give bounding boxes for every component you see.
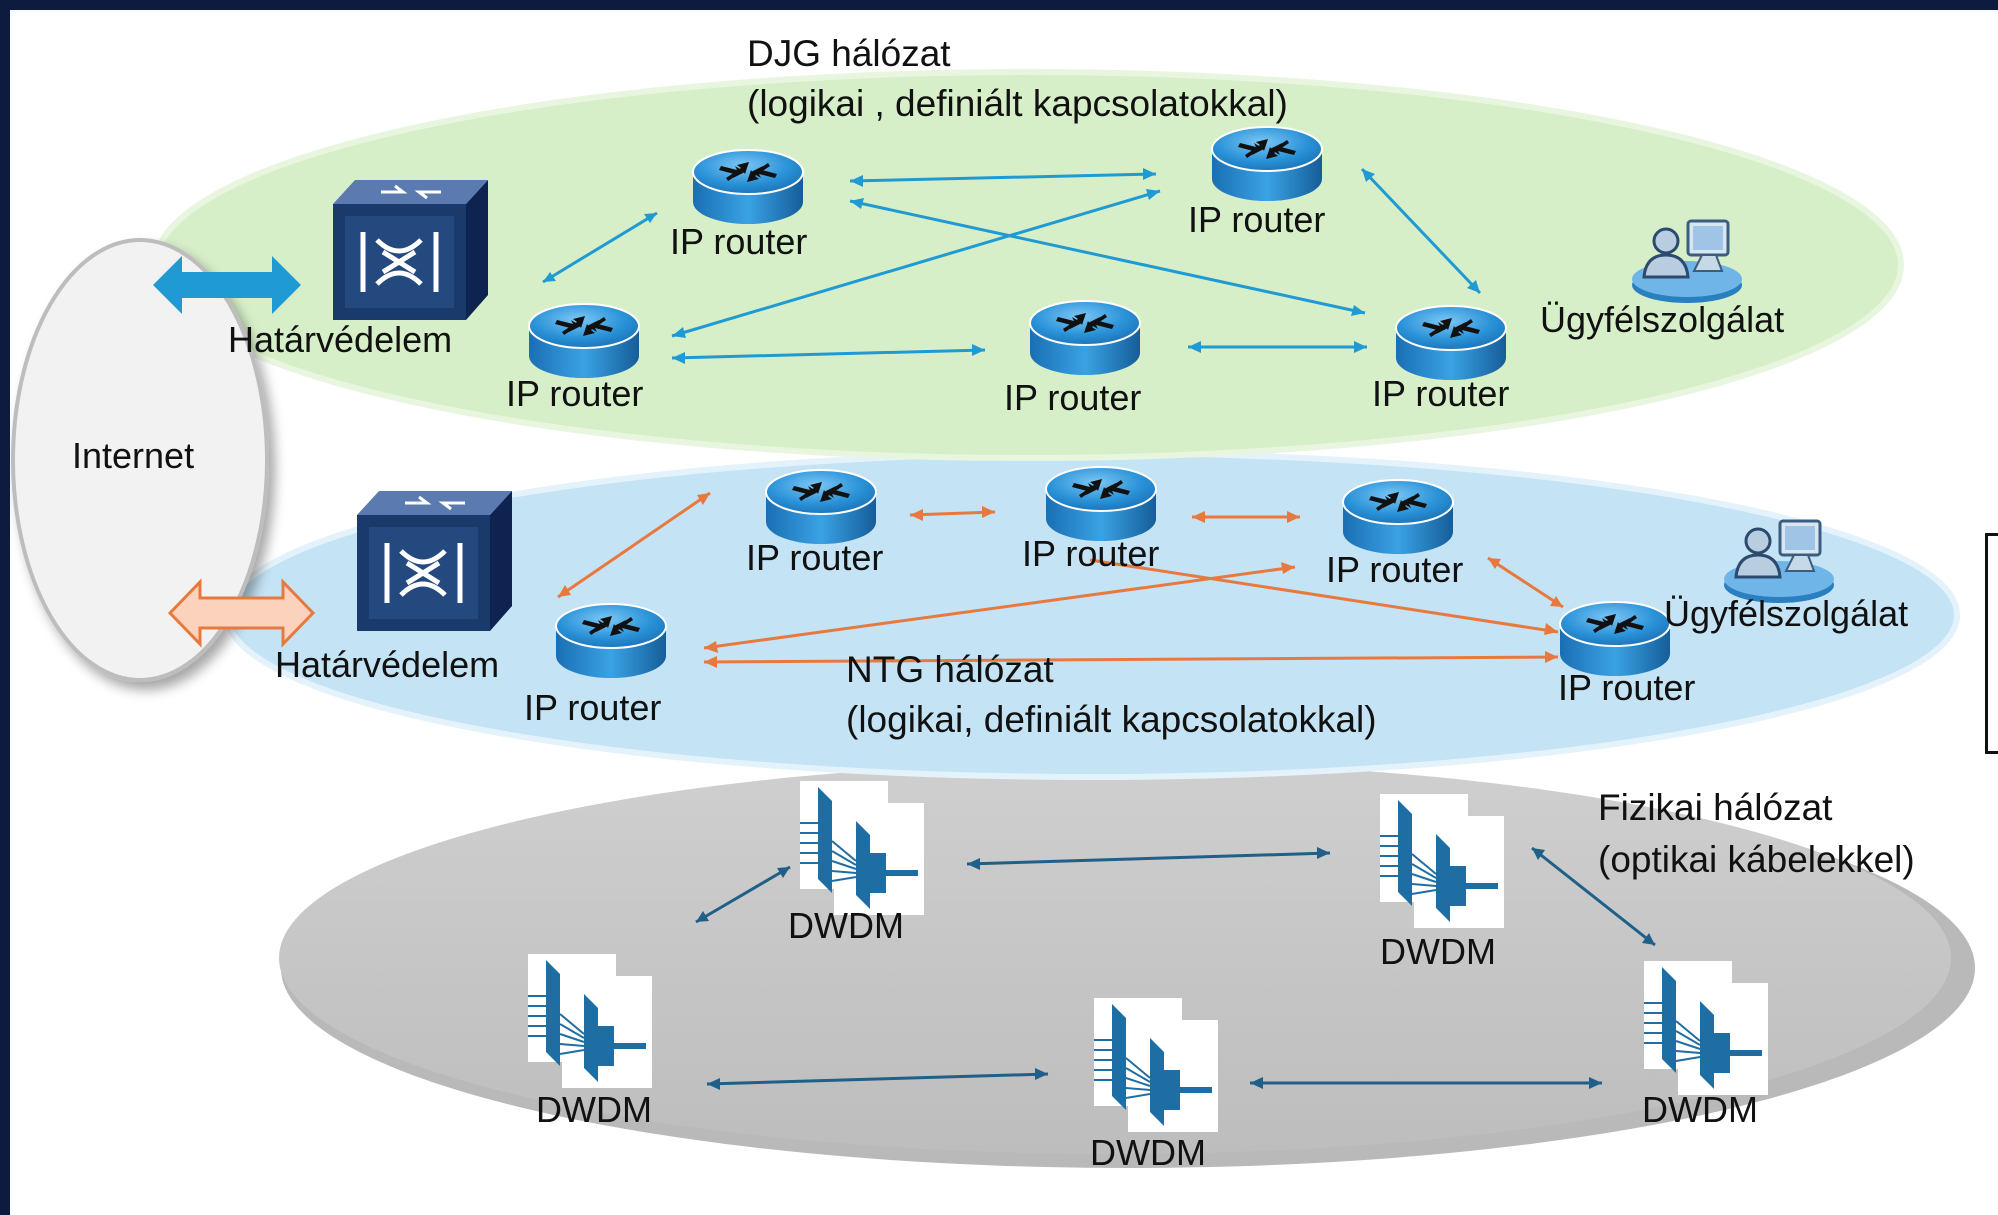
physical-link (706, 1068, 1049, 1090)
network-diagram-canvas: DJG hálózat (logikai , definiált kapcsol… (10, 10, 1998, 1215)
router-label: IP router (1558, 667, 1695, 708)
physical-subtitle: (optikai kábelekkel) (1598, 839, 1915, 880)
physical-layer (279, 762, 1951, 1154)
djg-subtitle: (logikai , definiált kapcsolatokkal) (747, 83, 1288, 124)
router-icon (1029, 300, 1141, 376)
physical-link (695, 865, 791, 924)
router-label: IP router (1188, 199, 1325, 240)
dwdm-label: DWDM (1380, 931, 1496, 972)
router-label: IP router (524, 687, 661, 728)
djg-links (542, 167, 1482, 364)
ntg-title: NTG hálózat (846, 649, 1054, 690)
dwdm-label: DWDM (536, 1089, 652, 1130)
ntg-customer-service-label: Ügyfélszolgálat (1664, 593, 1908, 634)
router-label: IP router (1004, 377, 1141, 418)
router-label: IP router (670, 221, 807, 262)
router-label: IP router (1372, 373, 1509, 414)
router-label: IP router (1022, 533, 1159, 574)
djg-link (849, 168, 1157, 187)
router-icon (555, 603, 667, 679)
internet-cloud (11, 238, 269, 682)
physical-title: Fizikai hálózat (1598, 787, 1833, 828)
firewall-icon (333, 180, 488, 320)
djg-customer-service-label: Ügyfélszolgálat (1540, 299, 1784, 340)
dwdm-label: DWDM (1090, 1132, 1206, 1173)
physical-link (966, 847, 1331, 870)
network-diagram: DJG hálózat (logikai , definiált kapcsol… (11, 33, 1975, 1173)
router-icon (528, 303, 640, 379)
router-icon (692, 149, 804, 225)
ntg-link (703, 651, 1559, 668)
dwdm-label: DWDM (788, 905, 904, 946)
ntg-link (703, 562, 1296, 653)
ntg-link (1192, 511, 1300, 523)
djg-internet-link-arrow (153, 256, 301, 314)
djg-link (542, 211, 658, 284)
router-label: IP router (1326, 549, 1463, 590)
djg-link (671, 189, 1161, 338)
router-icon (765, 469, 877, 545)
djg-link (671, 344, 986, 364)
djg-link (1188, 341, 1367, 353)
ntg-link (1089, 558, 1559, 635)
ntg-firewall-label: Határvédelem (275, 644, 499, 685)
router-label: IP router (746, 537, 883, 578)
djg-link (849, 198, 1366, 316)
router-icon (1395, 305, 1507, 381)
djg-title: DJG hálózat (747, 33, 951, 74)
ntg-link (1487, 556, 1564, 609)
djg-link (1360, 167, 1482, 295)
physical-link (1531, 846, 1656, 947)
firewall-icon (357, 491, 512, 631)
dwdm-label: DWDM (1642, 1089, 1758, 1130)
router-icon (1559, 601, 1671, 677)
router-label: IP router (506, 373, 643, 414)
physical-links (695, 846, 1656, 1090)
internet-label: Internet (72, 435, 194, 476)
physical-link (1250, 1077, 1602, 1089)
ntg-link (909, 506, 996, 521)
djg-firewall-label: Határvédelem (228, 319, 452, 360)
side-frame (1985, 533, 1998, 754)
ntg-links (557, 491, 1564, 668)
router-icon (1211, 126, 1323, 202)
ntg-subtitle: (logikai, definiált kapcsolatokkal) (846, 699, 1377, 740)
router-icon (1045, 466, 1157, 542)
router-icon (1342, 479, 1454, 555)
ntg-internet-link-arrow (167, 578, 316, 648)
ntg-link (557, 491, 711, 599)
